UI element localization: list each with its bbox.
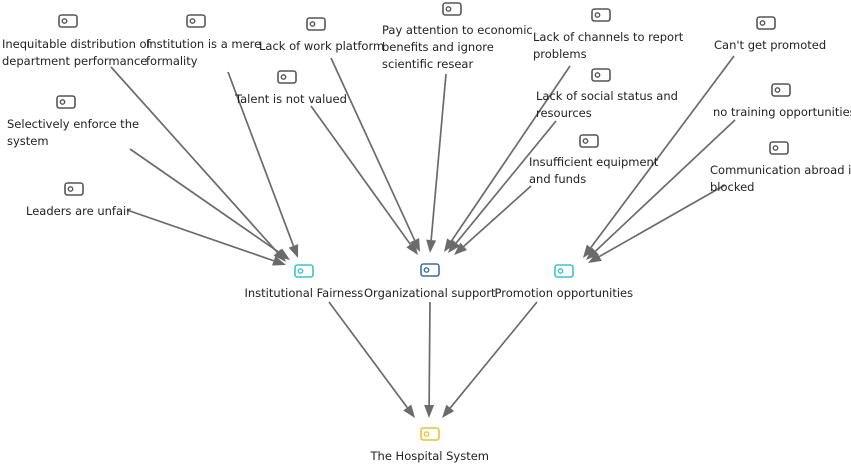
cause-node-label: Institution is a mere formality [146,36,261,70]
factor-edge-support [424,301,435,418]
cause-edge-c10 [454,185,532,255]
cause-label-line: Inequitable distribution of [2,37,151,51]
cause-edge-c3 [129,148,290,260]
cause-label-line: Insufficient equipment [529,155,659,169]
cause-node-label: Talent is not valued [235,91,347,108]
cause-edge-c8 [444,65,571,252]
cause-node-label: Leaders are unfair [26,203,131,220]
factor-edge-fairness [328,301,415,418]
cause-label-line: problems [533,47,587,61]
factor-node-label: Promotion opportunities [494,286,634,300]
cause-node-label: no training opportunities [713,104,851,121]
cause-label-line: benefits and ignore [382,40,494,54]
node-badge-icon [277,70,297,84]
node-badge-icon [771,83,791,97]
cause-label-line: blocked [710,180,755,194]
cause-label-line: Leaders are unfair [26,204,131,218]
cause-edge-c6 [310,105,418,255]
cause-label-line: Lack of social status and [536,89,678,103]
cause-label-line: Talent is not valued [235,92,347,106]
node-badge-icon [579,134,599,148]
cause-edge-c12 [586,119,736,260]
node-badge-icon [442,2,462,16]
cause-edge-c11 [583,55,735,258]
factor-edge-promotion [442,301,538,418]
node-badge-icon [306,17,326,31]
cause-label-line: no training opportunities [713,105,851,119]
cause-label-line: Can't get promoted [714,38,827,52]
node-badge-icon [64,182,84,196]
cause-edge-c5 [330,57,420,252]
cause-edge-c13 [588,184,726,263]
node-badge-icon [294,264,314,278]
cause-edge-c2 [227,71,299,258]
cause-node-label: Inequitable distribution of department pe… [2,36,151,70]
node-badge-icon [420,427,440,441]
cause-label-line: resources [536,106,592,120]
cause-label-line: Institution is a mere [146,37,262,51]
node-badge-icon [756,16,776,30]
node-badge-icon [186,14,206,28]
cause-node-label: Lack of work platform [259,38,384,55]
factor-node-label: Institutional Fairness [244,286,364,300]
cause-edge-c4 [126,209,286,266]
factor-node-label: Organizational support [364,286,496,300]
node-badge-icon [591,8,611,22]
node-badge-icon [554,264,574,278]
cause-label-line: formality [146,54,198,68]
cause-label-line: Selectively enforce the [7,117,140,131]
cause-label-line: and funds [529,172,587,186]
cause-node-label: Communication abroad is blocked [710,162,851,196]
cause-edge-c9 [448,120,557,253]
outcome-node-label: The Hospital System [370,449,490,463]
cause-label-line: Lack of channels to report [533,30,684,44]
cause-label-line: Lack of work platform [259,39,385,53]
node-badge-icon [591,68,611,82]
cause-label-line: Pay attention to economic [382,23,533,37]
cause-node-label: Insufficient equipment and funds [529,154,658,188]
cause-label-line: scientific resear [382,57,474,71]
cause-node-label: Selectively enforce the system [7,116,139,150]
cause-node-label: Pay attention to economic benefits and ig… [382,22,533,73]
cause-label-line: system [7,134,49,148]
cause-label-line: department performance [2,54,148,68]
cause-node-label: Can't get promoted [714,37,826,54]
cause-edge-c7 [426,73,447,253]
cause-label-line: Communication abroad is [710,163,851,177]
cause-node-label: Lack of social status and resources [536,88,678,122]
node-badge-icon [56,95,76,109]
node-badge-icon [420,263,440,277]
cause-node-label: Lack of channels to report problems [533,29,683,63]
node-badge-icon [769,141,789,155]
node-badge-icon [58,14,78,28]
